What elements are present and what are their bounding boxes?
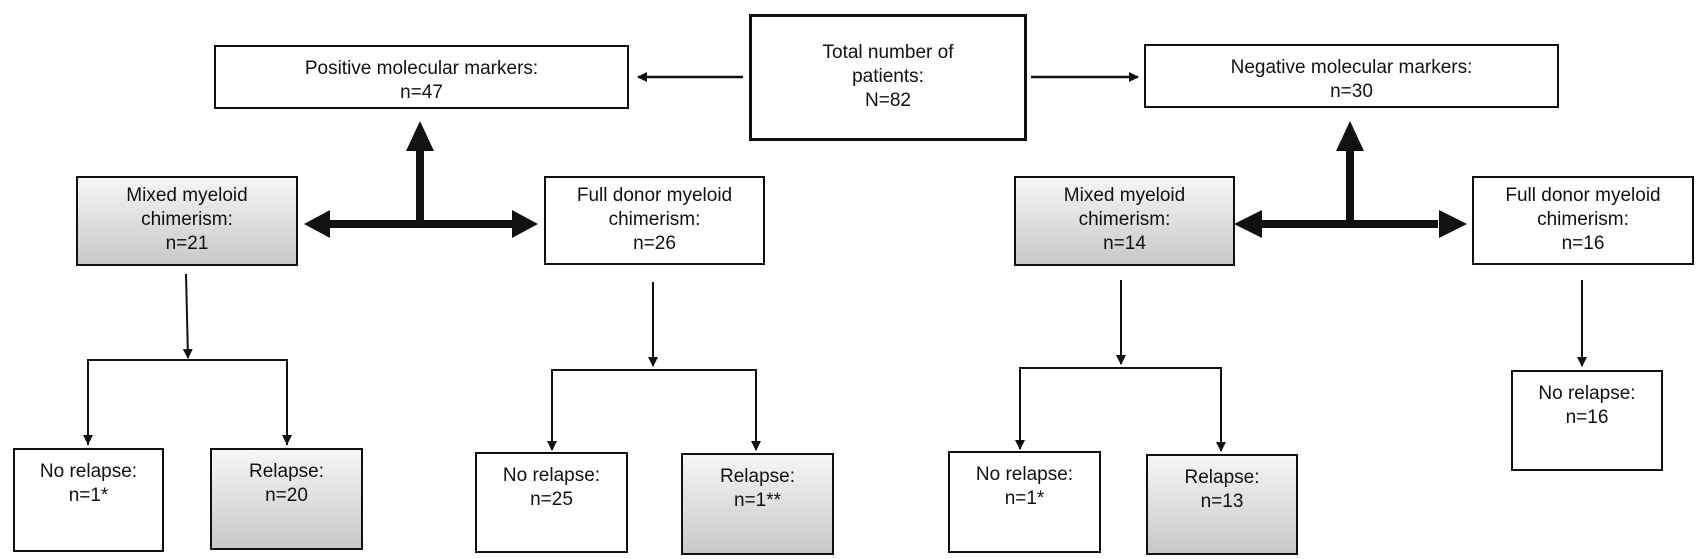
left-mixed-chimerism-box: Mixed myeloid chimerism: n=21 [76,176,298,266]
branch-left-full [551,282,757,450]
branch-left-mixed [87,273,288,445]
left-mixed-relapse-count: n=20 [265,485,308,506]
right-mixed-count: n=14 [1103,233,1146,254]
right-full-no-relapse-label: No relapse: [1538,383,1636,404]
left-mixed-line2: chimerism: [141,209,233,230]
right-full-count: n=16 [1561,233,1605,254]
left-mixed-line1: Mixed myeloid [126,185,248,206]
right-full-line1: Full donor myeloid [1505,185,1661,206]
negative-markers-count: n=30 [1330,81,1373,102]
right-mixed-no-relapse-count: n=1* [1004,488,1045,509]
left-mixed-no-relapse-box: No relapse: n=1* [13,448,164,552]
left-full-no-relapse-label: No relapse: [502,465,601,486]
right-mixed-relapse-label: Relapse: [1184,467,1260,488]
right-mixed-no-relapse-box: No relapse: n=1* [948,451,1101,553]
thick-connector-left [304,121,538,238]
left-full-line2: chimerism: [608,209,701,230]
right-mixed-no-relapse-label: No relapse: [975,464,1074,485]
left-full-relapse-label: Relapse: [720,466,795,487]
positive-markers-title: Positive molecular markers: [304,58,539,79]
left-full-relapse-count: n=1** [733,490,782,511]
branch-right-mixed [1019,280,1222,448]
right-mixed-line1: Mixed myeloid [1063,185,1186,206]
right-full-donor-box: Full donor myeloid chimerism: n=16 [1472,176,1694,265]
left-full-donor-box: Full donor myeloid chimerism: n=26 [544,176,765,265]
left-mixed-no-relapse-label: No relapse: [39,461,138,482]
left-full-no-relapse-box: No relapse: n=25 [475,452,628,553]
left-full-relapse-box: Relapse: n=1** [681,453,834,555]
left-full-line1: Full donor myeloid [576,185,733,206]
left-mixed-relapse-label: Relapse: [249,461,324,482]
left-full-count: n=26 [633,233,676,254]
total-title-line1: Total number of [822,42,954,63]
left-mixed-no-relapse-count: n=1* [68,485,109,506]
right-mixed-line2: chimerism: [1078,209,1171,230]
negative-markers-title: Negative molecular markers: [1230,57,1473,78]
right-mixed-relapse-count: n=13 [1200,491,1244,512]
total-patients-box: Total number of patients: N=82 [749,14,1027,141]
right-mixed-chimerism-box: Mixed myeloid chimerism: n=14 [1014,176,1235,266]
right-mixed-relapse-box: Relapse: n=13 [1146,454,1298,555]
thick-connector-right [1234,121,1467,238]
negative-markers-box: Negative molecular markers: n=30 [1144,44,1559,108]
right-full-line2: chimerism: [1537,209,1629,230]
right-full-no-relapse-count: n=16 [1565,407,1609,428]
positive-markers-count: n=47 [400,82,443,103]
positive-markers-box: Positive molecular markers: n=47 [214,45,629,109]
total-title-line2: patients: [852,66,924,87]
left-mixed-count: n=21 [165,233,209,254]
left-mixed-relapse-box: Relapse: n=20 [210,448,363,550]
left-full-no-relapse-count: n=25 [530,489,573,510]
total-count: N=82 [865,90,911,111]
right-full-no-relapse-box: No relapse: n=16 [1511,370,1663,471]
